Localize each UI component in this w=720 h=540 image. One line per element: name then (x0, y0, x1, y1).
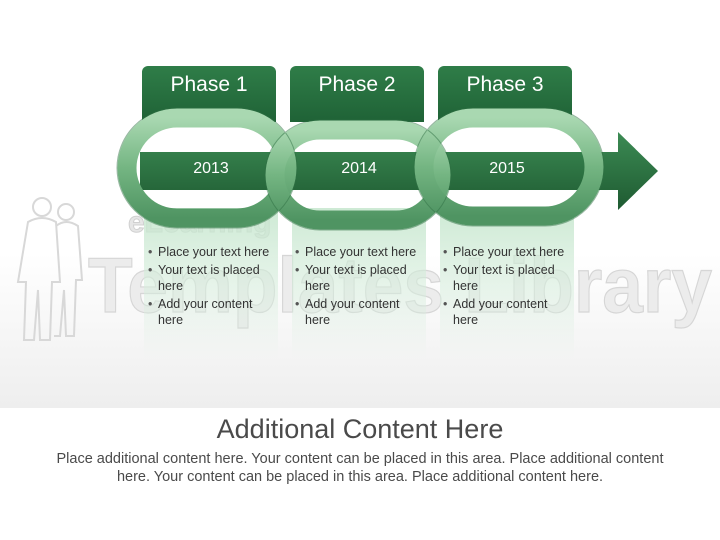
people-silhouette-icon (16, 197, 84, 341)
phase-2-year: 2014 (341, 160, 377, 177)
footer-area (0, 408, 720, 540)
list-item: Your text is placed here (148, 262, 276, 294)
phase-1-bullets: Place your text here Your text is placed… (148, 244, 276, 330)
timeline-arrow (140, 132, 658, 210)
phase-2-title: Phase 2 (318, 73, 396, 96)
list-item: Your text is placed here (295, 262, 423, 294)
footer-text: Place additional content here. Your cont… (56, 451, 664, 485)
list-item: Place your text here (443, 244, 571, 260)
phase-3-title: Phase 3 (466, 73, 544, 96)
phase-1-title: Phase 1 (170, 73, 248, 96)
list-item: Add your content here (148, 296, 276, 328)
footer-title: Additional Content Here (216, 414, 504, 444)
phase-2-tab: Phase 2 (290, 66, 424, 122)
list-item: Place your text here (295, 244, 423, 260)
phase-1-year: 2013 (193, 160, 229, 177)
phase-2-bullets: Place your text here Your text is placed… (295, 244, 423, 330)
list-item: Place your text here (148, 244, 276, 260)
list-item: Your text is placed here (443, 262, 571, 294)
list-item: Add your content here (295, 296, 423, 328)
phase-3-year: 2015 (489, 160, 525, 177)
phase-3-bullets: Place your text here Your text is placed… (443, 244, 571, 330)
list-item: Add your content here (443, 296, 571, 328)
